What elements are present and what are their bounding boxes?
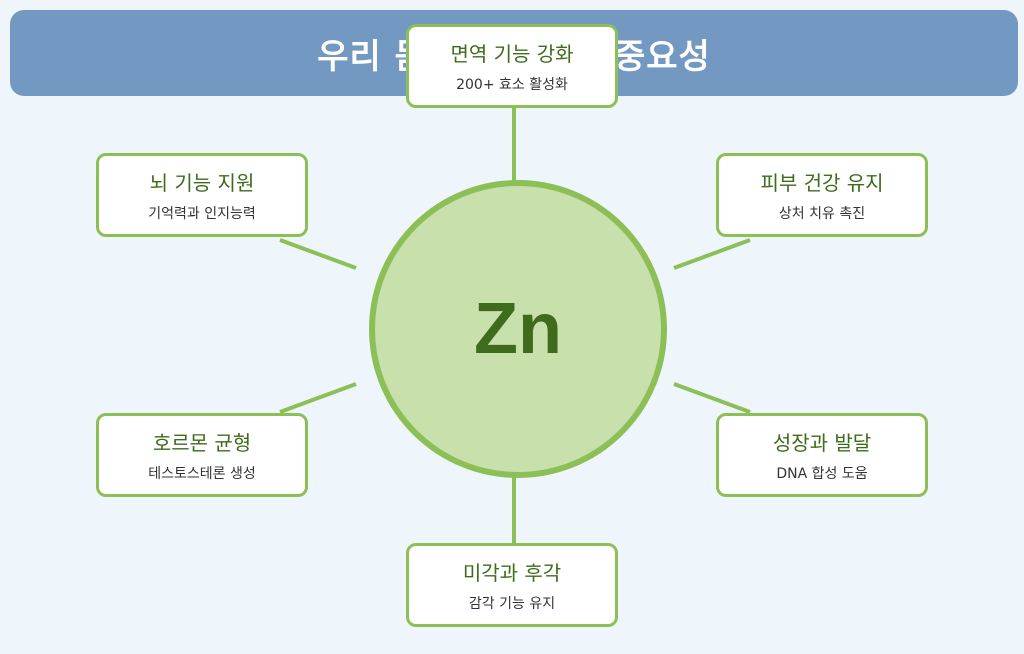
card-brain-function: 뇌 기능 지원 기억력과 인지능력 [96,153,308,237]
card-title: 호르몬 균형 [152,431,252,455]
zinc-hub-circle: Zn [369,180,667,478]
card-title: 뇌 기능 지원 [149,171,255,195]
card-skin-health: 피부 건강 유지 상처 치유 촉진 [716,153,928,237]
card-subtitle: 200+ 효소 활성화 [456,77,568,93]
connector-upper-right [673,238,751,270]
card-title: 면역 기능 강화 [450,42,574,66]
connector-lower-left [279,382,357,414]
zinc-symbol: Zn [474,289,562,369]
card-immune-function: 면역 기능 강화 200+ 효소 활성화 [406,24,618,108]
card-subtitle: DNA 합성 도움 [776,466,868,482]
card-growth-development: 성장과 발달 DNA 합성 도움 [716,413,928,497]
card-taste-smell: 미각과 후각 감각 기능 유지 [406,543,618,627]
card-title: 피부 건강 유지 [760,171,884,195]
connector-upper-left [279,238,357,270]
card-subtitle: 상처 치유 촉진 [778,206,866,222]
card-subtitle: 기억력과 인지능력 [148,206,256,222]
card-title: 미각과 후각 [462,561,562,585]
card-subtitle: 테스토스테론 생성 [148,466,256,482]
card-title: 성장과 발달 [772,431,872,455]
card-subtitle: 감각 기능 유지 [468,596,556,612]
card-hormone-balance: 호르몬 균형 테스토스테론 생성 [96,413,308,497]
connector-lower-right [673,382,751,414]
